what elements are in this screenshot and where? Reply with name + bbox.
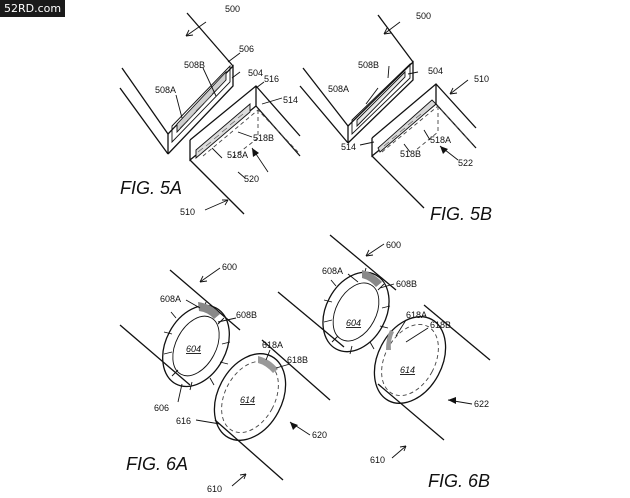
label-514: 514 [283, 95, 298, 105]
label-508b: 508B [358, 60, 379, 70]
label-518b: 518B [253, 133, 274, 143]
label-522: 522 [458, 158, 473, 168]
label-616: 616 [176, 416, 191, 426]
label-604: 604 [346, 318, 361, 328]
caption-fig-5b: FIG. 5B [430, 204, 492, 224]
fig-5a: 500 506 508B 508A 504 516 514 518B 518A … [119, 4, 301, 217]
label-508b: 508B [184, 60, 205, 70]
label-614: 614 [400, 365, 415, 375]
label-608a: 608A [322, 266, 343, 276]
label-500: 500 [225, 4, 240, 14]
label-618b: 618B [287, 355, 308, 365]
label-518a: 518A [227, 150, 248, 160]
label-608a: 608A [160, 294, 181, 304]
label-518a: 518A [430, 135, 451, 145]
label-610: 610 [370, 455, 385, 465]
block-500-5b [299, 14, 414, 144]
label-520: 520 [244, 174, 259, 184]
label-510: 510 [474, 74, 489, 84]
label-506: 506 [239, 44, 254, 54]
label-508a: 508A [328, 84, 349, 94]
label-618b: 618B [430, 320, 451, 330]
block-510-5a [189, 85, 301, 215]
label-514: 514 [341, 142, 356, 152]
fig-5b: 500 508B 504 508A 510 518A 514 518B 522 … [299, 11, 492, 224]
label-608b: 608B [396, 279, 417, 289]
label-622: 622 [474, 399, 489, 409]
label-518b: 518B [400, 149, 421, 159]
label-606: 606 [154, 403, 169, 413]
label-620: 620 [312, 430, 327, 440]
label-604: 604 [186, 344, 201, 354]
arrows-5b [359, 21, 469, 161]
arrows-5a [175, 21, 283, 211]
label-614: 614 [240, 395, 255, 405]
label-504: 504 [248, 68, 263, 78]
label-618a: 618A [406, 310, 427, 320]
label-504: 504 [428, 66, 443, 76]
label-510: 510 [180, 207, 195, 217]
label-600: 600 [386, 240, 401, 250]
caption-fig-6a: FIG. 6A [126, 454, 188, 474]
label-610: 610 [207, 484, 222, 494]
label-608b: 608B [236, 310, 257, 320]
label-516: 516 [264, 74, 279, 84]
label-618a: 618A [262, 340, 283, 350]
caption-fig-5a: FIG. 5A [120, 178, 182, 198]
label-508a: 508A [155, 85, 176, 95]
label-600: 600 [222, 262, 237, 272]
caption-fig-6b: FIG. 6B [428, 471, 490, 491]
fig-6a: 600 608A 608B 604 618A 618B 614 606 616 … [119, 262, 331, 494]
block-500-5a [119, 12, 234, 155]
label-500: 500 [416, 11, 431, 21]
block-510-5b [371, 83, 477, 209]
fig-6b: 600 608A 608B 604 618A 618B 614 622 610 … [277, 234, 491, 491]
watermark: 52RD.com [0, 0, 66, 17]
